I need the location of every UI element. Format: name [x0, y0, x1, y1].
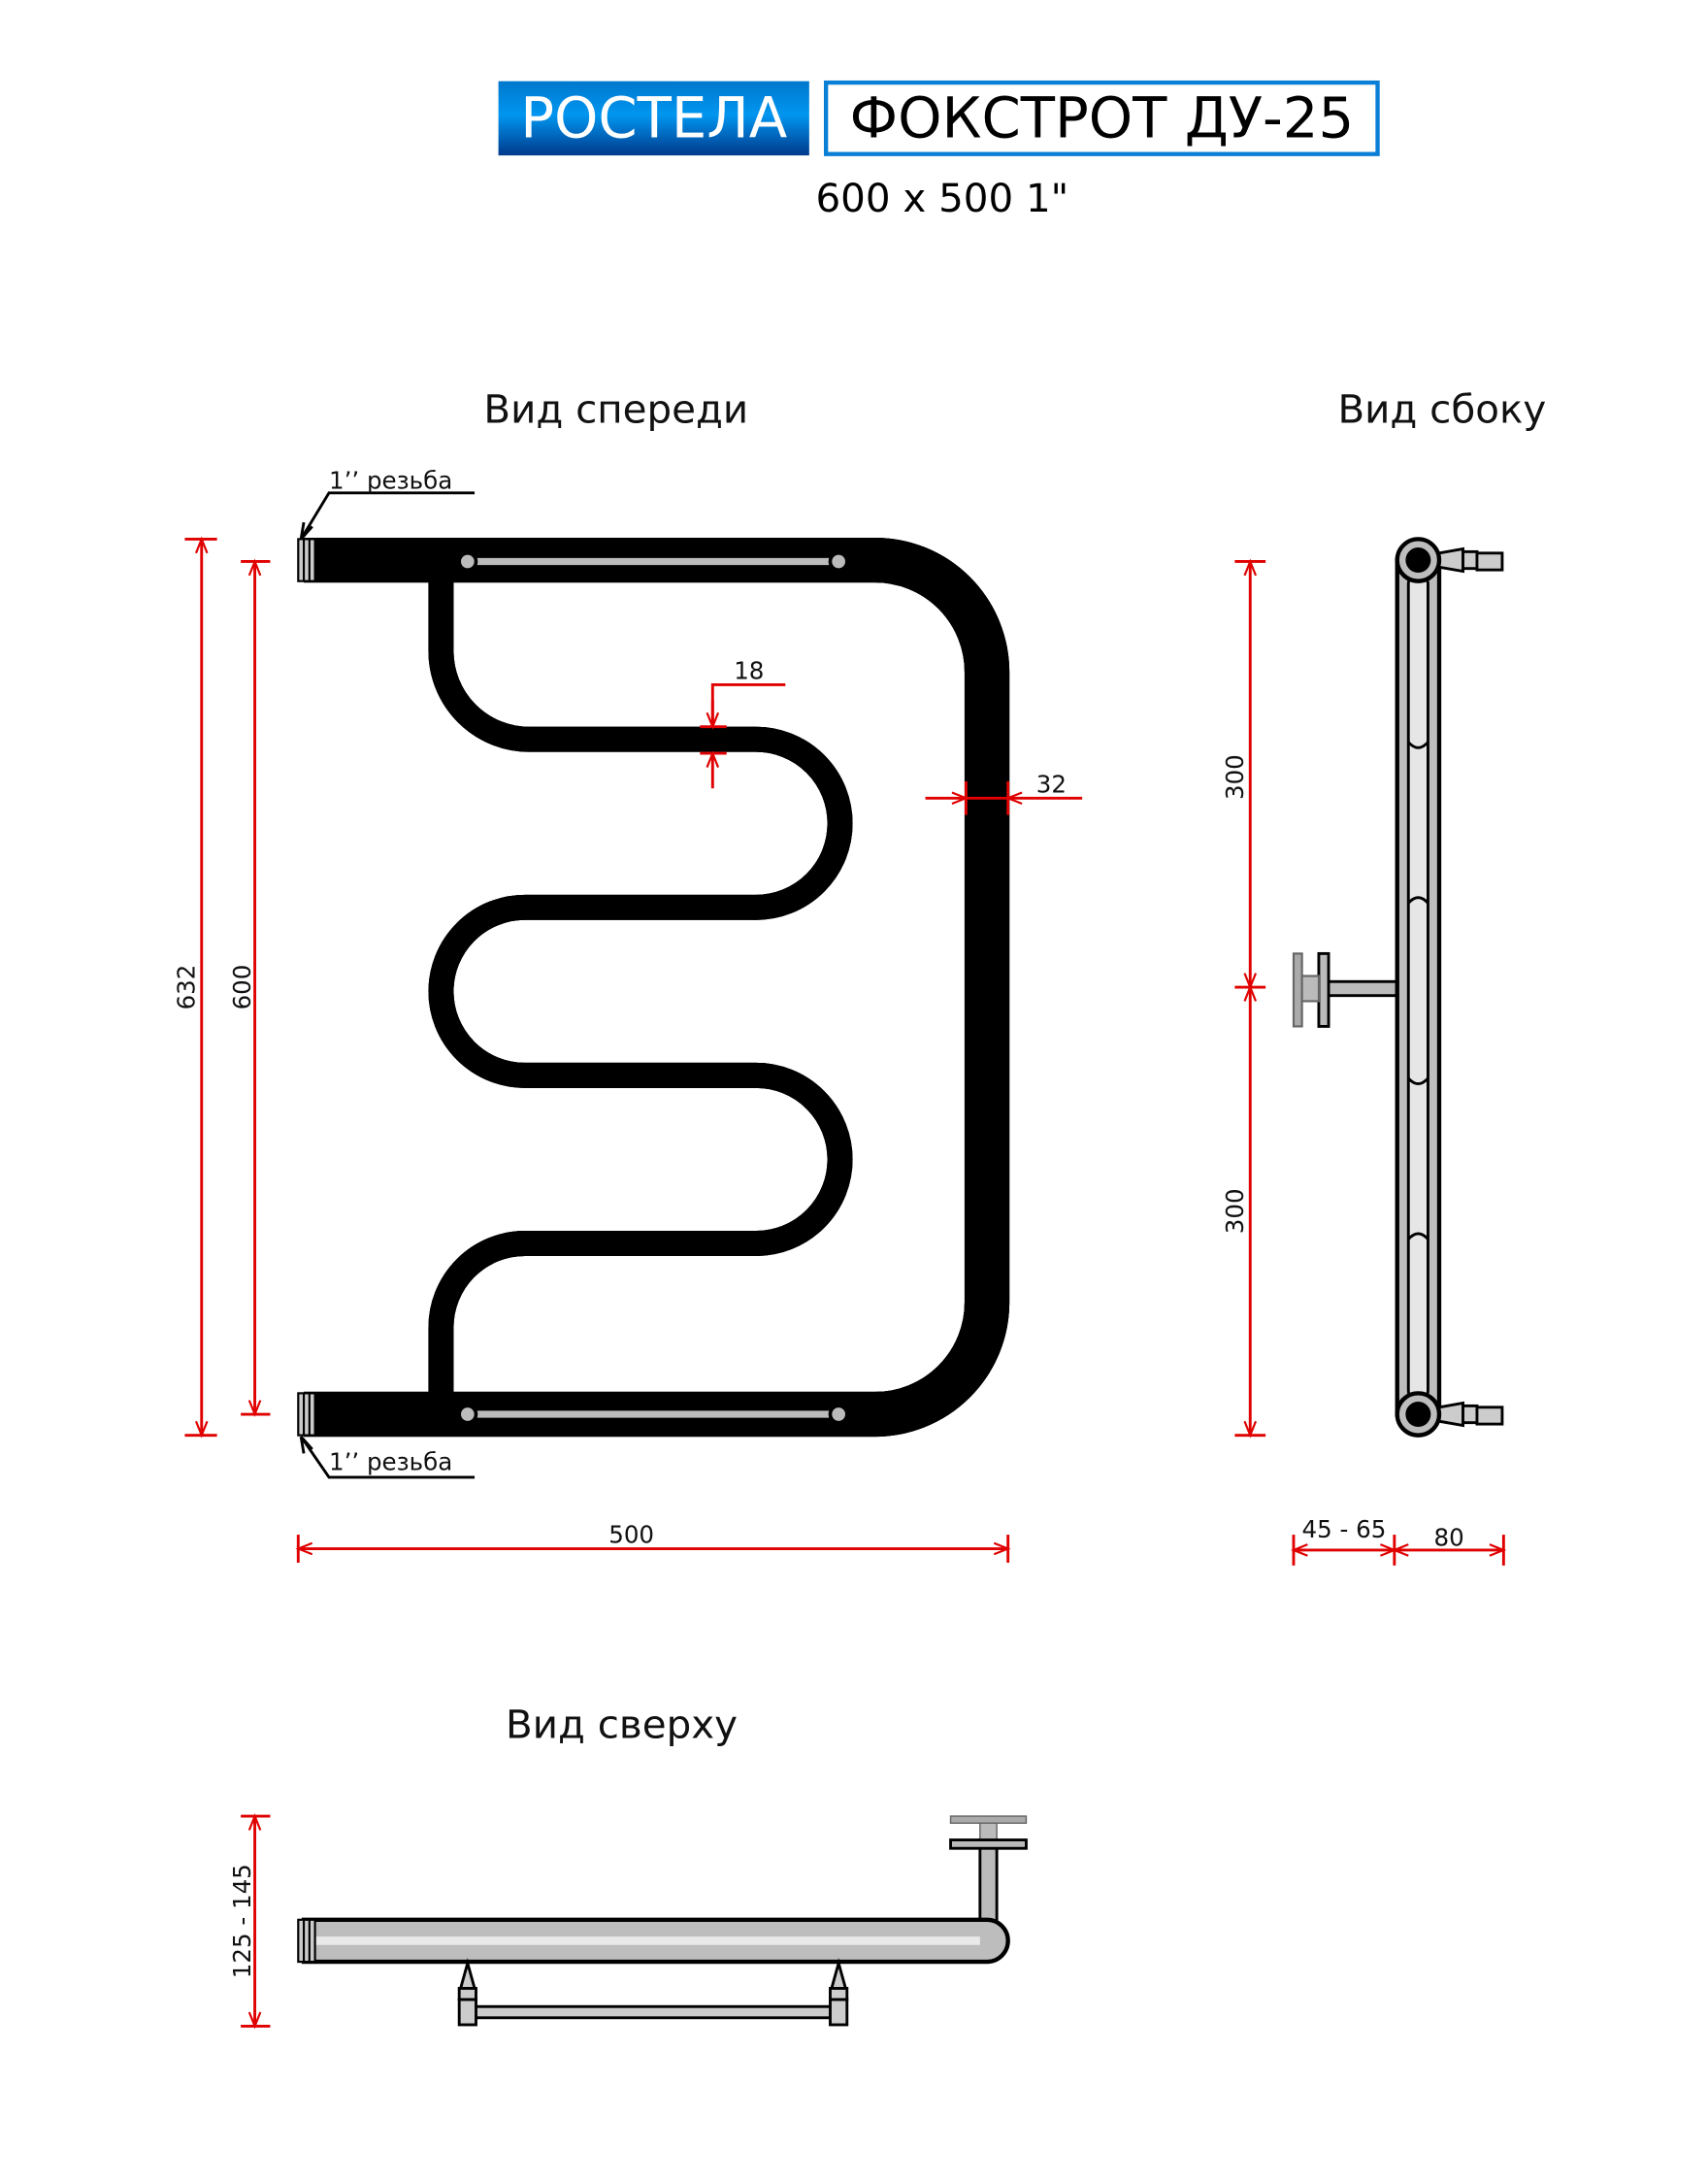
dim-label-125-145: 125 - 145 [228, 1864, 256, 1978]
dim-125-145: 125 - 145 [228, 1816, 271, 2026]
side-view: 300 300 45 - 65 80 [1221, 537, 1504, 1566]
top-bracket [949, 1815, 1028, 1923]
dim-label-300-upper: 300 [1221, 754, 1249, 800]
dim-600: 600 [228, 561, 271, 1414]
towel-bar-bottom [457, 1404, 849, 1425]
brand-box [498, 81, 809, 156]
dim-label-300-lower: 300 [1221, 1188, 1249, 1234]
dim-300-lower: 300 [1221, 987, 1266, 1436]
top-view: 125 - 145 [228, 1815, 1028, 2027]
dim-label-600: 600 [228, 965, 256, 1010]
dim-80: 80 [1395, 1524, 1504, 1566]
dim-632: 632 [173, 539, 217, 1435]
brand-label: РОСТЕЛА [520, 84, 787, 150]
dim-label-32: 32 [1036, 771, 1067, 799]
dim-32: 32 [925, 771, 1083, 815]
side-valve-bottom [1437, 1401, 1504, 1428]
dim-45-65: 45 - 65 [1294, 1515, 1395, 1566]
towel-bar-top [457, 551, 849, 572]
header: РОСТЕЛА ФОКСТРОТ ДУ-25 600 x 500 1" [498, 80, 1380, 221]
thread-label-top: 1’’ резьба [329, 466, 452, 494]
front-view-title: Вид спереди [483, 387, 748, 433]
dim-label-18: 18 [734, 657, 764, 685]
wall-bracket [1292, 951, 1399, 1028]
side-valve-top [1437, 546, 1504, 574]
dim-label-500: 500 [608, 1521, 654, 1549]
dim-300-upper: 300 [1221, 561, 1266, 987]
dim-18: 18 [700, 657, 786, 789]
dim-500: 500 [298, 1521, 1007, 1563]
side-serpentine [1406, 573, 1429, 1403]
thread-top [297, 538, 316, 1437]
model-box [823, 80, 1380, 156]
size-subtitle: 600 x 500 1" [815, 176, 1068, 221]
dim-label-45-65: 45 - 65 [1301, 1515, 1386, 1543]
dim-label-632: 632 [173, 965, 201, 1010]
top-view-title: Вид сверху [506, 1702, 738, 1747]
main-pipe [304, 560, 987, 1414]
side-view-title: Вид сбоку [1337, 387, 1546, 433]
front-view: 1’’ резьба 1’’ резьба 632 600 500 18 [173, 466, 1083, 1563]
model-title: ФОКСТРОТ ДУ-25 [849, 84, 1354, 150]
dim-label-80: 80 [1433, 1524, 1463, 1552]
thread-label-bottom: 1’’ резьба [329, 1448, 452, 1476]
top-towel-bar [457, 1958, 849, 2027]
serpentine-pipe [428, 581, 839, 1406]
